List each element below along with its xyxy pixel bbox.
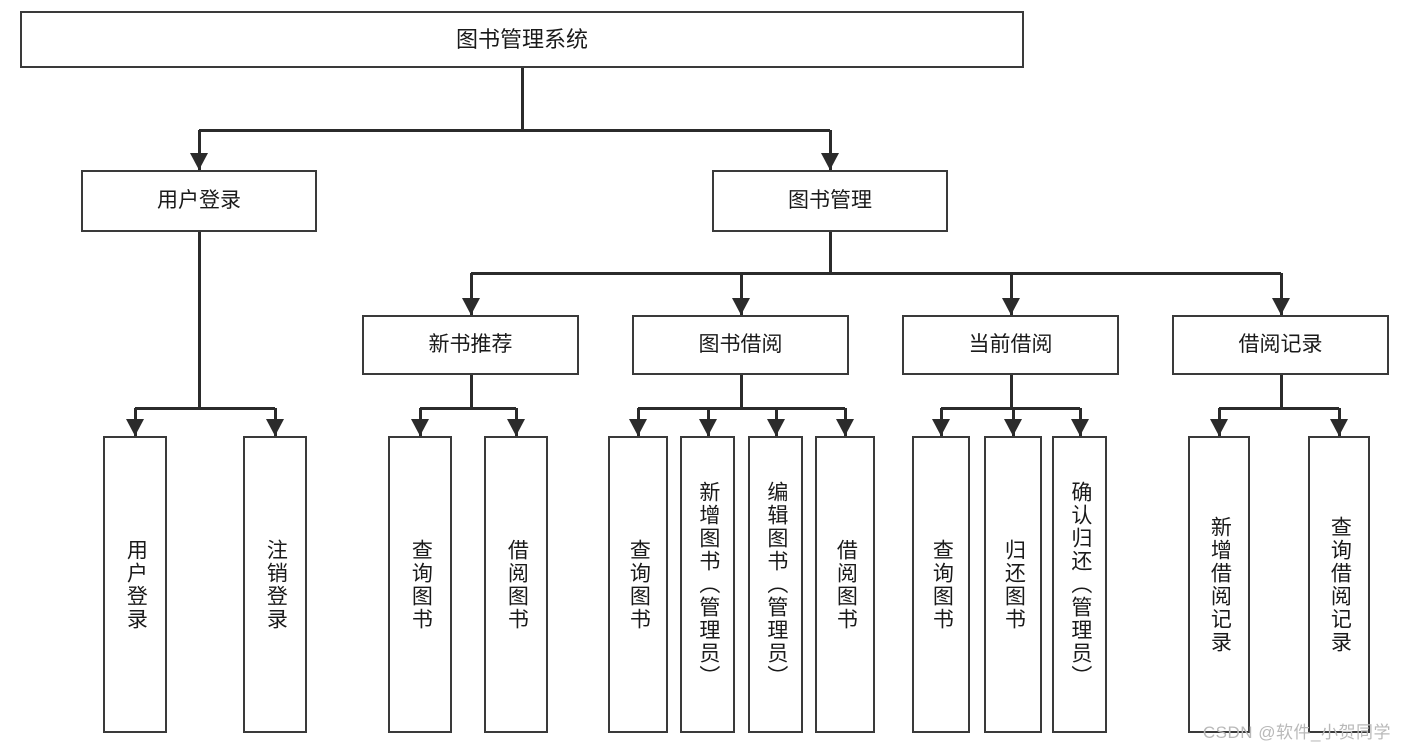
connector-level3-bus [470,272,1281,275]
node-level3-借阅记录[interactable]: 借阅记录 [1172,315,1389,375]
node-leaf-借阅记录-查询借阅记录-label: 查询借阅记录 [1328,515,1352,654]
node-leaf-图书借阅-编辑图书管理员[interactable]: 编辑图书（管理员） [748,436,803,733]
node-leaf-当前借阅-确认归还管理员[interactable]: 确认归还（管理员） [1052,436,1107,733]
arrowhead-icon-to-借阅记录 [1271,298,1290,315]
node-leaf-借阅记录-新增借阅记录[interactable]: 新增借阅记录 [1188,436,1250,733]
arrowhead-icon-借阅记录-to-新增借阅记录 [1210,419,1228,436]
node-leaf-当前借阅-确认归还管理员-label: 确认归还（管理员） [1068,481,1092,688]
node-leaf-新书推荐-查询图书[interactable]: 查询图书 [388,436,452,733]
connector-图书借阅-leaf-bus [638,407,845,410]
node-leaf-借阅记录-新增借阅记录-label: 新增借阅记录 [1208,515,1232,654]
arrowhead-icon-to-图书管理 [821,153,839,170]
arrowhead-icon-to-图书借阅 [731,298,750,315]
connector-图书借阅-stem [739,375,743,408]
arrowhead-icon-新书推荐-to-查询图书 [411,419,429,436]
node-leaf-借阅记录-查询借阅记录[interactable]: 查询借阅记录 [1308,436,1370,733]
node-level3-借阅记录-label: 借阅记录 [1238,332,1323,356]
arrowhead-icon-图书借阅-to-借阅图书 [836,419,854,436]
node-level3-当前借阅[interactable]: 当前借阅 [902,315,1119,375]
connector-root-bus [199,129,830,132]
node-level2-图书管理-label: 图书管理 [788,188,872,212]
node-level3-新书推荐-label: 新书推荐 [428,332,513,356]
node-level2-图书管理[interactable]: 图书管理 [712,170,948,232]
arrowhead-icon-当前借阅-to-查询图书 [932,419,950,436]
node-level3-当前借阅-label: 当前借阅 [968,332,1053,356]
node-leaf-图书借阅-新增图书管理员-label: 新增图书（管理员） [696,481,720,688]
connector-root-to-用户登录 [198,130,201,170]
connector-借阅记录-leaf-bus [1219,407,1339,410]
arrowhead-icon-图书借阅-to-编辑图书管理员 [766,419,785,436]
node-leaf-用户登录-注销登录[interactable]: 注销登录 [243,436,307,733]
arrowhead-icon-to-当前借阅 [1001,298,1020,315]
node-leaf-当前借阅-归还图书-label: 归还图书 [1002,538,1026,631]
connector-to-当前借阅 [1009,273,1013,315]
node-leaf-当前借阅-查询图书[interactable]: 查询图书 [912,436,970,733]
node-leaf-新书推荐-借阅图书[interactable]: 借阅图书 [484,436,548,733]
node-leaf-新书推荐-借阅图书-label: 借阅图书 [505,538,529,631]
arrowhead-icon-图书借阅-to-新增图书管理员 [698,419,717,436]
node-level3-新书推荐[interactable]: 新书推荐 [362,315,579,375]
connector-to-借阅记录 [1279,273,1283,315]
node-leaf-图书借阅-查询图书-label: 查询图书 [627,538,651,631]
arrowhead-icon-当前借阅-to-确认归还管理员 [1070,419,1089,436]
node-level2-用户登录-label: 用户登录 [157,188,241,212]
node-leaf-新书推荐-查询图书-label: 查询图书 [409,538,433,631]
connector-tushuguanli-stem [829,232,832,273]
arrowhead-icon-当前借阅-to-归还图书 [1004,419,1022,436]
arrowhead-icon-借阅记录-to-查询借阅记录 [1330,419,1348,436]
watermark-label: CSDN @软件_小贺同学 [1202,723,1391,742]
arrowhead-icon-to-新书推荐 [461,298,480,315]
connector-to-图书借阅 [739,273,743,315]
arrowhead-icon-用户登录-to-注销登录 [266,419,284,436]
connector-新书推荐-stem [469,375,473,408]
node-leaf-图书借阅-借阅图书-label: 借阅图书 [834,538,858,631]
connector-新书推荐-leaf-bus [420,407,516,410]
node-leaf-当前借阅-查询图书-label: 查询图书 [930,538,954,631]
node-leaf-图书借阅-编辑图书管理员-label: 编辑图书（管理员） [764,481,788,688]
node-leaf-用户登录-用户登录-label: 用户登录 [124,538,148,631]
connector-借阅记录-stem [1279,375,1283,408]
arrowhead-icon-to-用户登录 [190,153,208,170]
connector-to-新书推荐 [469,273,473,315]
connector-当前借阅-stem [1009,375,1013,408]
arrowhead-icon-新书推荐-to-借阅图书 [507,419,525,436]
node-level3-图书借阅[interactable]: 图书借阅 [632,315,849,375]
connector-用户登录-leaf-bus [135,407,275,410]
connector-root-to-图书管理 [829,130,832,170]
connector-用户登录-stem [198,232,201,408]
node-leaf-当前借阅-归还图书[interactable]: 归还图书 [984,436,1042,733]
node-leaf-图书借阅-查询图书[interactable]: 查询图书 [608,436,668,733]
connector-root-stem [521,68,524,130]
node-level3-图书借阅-label: 图书借阅 [698,332,783,356]
node-root-图书管理系统-label: 图书管理系统 [455,26,588,52]
node-leaf-图书借阅-新增图书管理员[interactable]: 新增图书（管理员） [680,436,735,733]
connector-当前借阅-leaf-bus [941,407,1080,410]
arrowhead-icon-用户登录-to-用户登录 [126,419,144,436]
node-leaf-用户登录-注销登录-label: 注销登录 [264,538,288,631]
node-level2-用户登录[interactable]: 用户登录 [81,170,317,232]
node-root-图书管理系统[interactable]: 图书管理系统 [20,11,1024,68]
node-leaf-图书借阅-借阅图书[interactable]: 借阅图书 [815,436,875,733]
node-leaf-用户登录-用户登录[interactable]: 用户登录 [103,436,167,733]
arrowhead-icon-图书借阅-to-查询图书 [629,419,647,436]
